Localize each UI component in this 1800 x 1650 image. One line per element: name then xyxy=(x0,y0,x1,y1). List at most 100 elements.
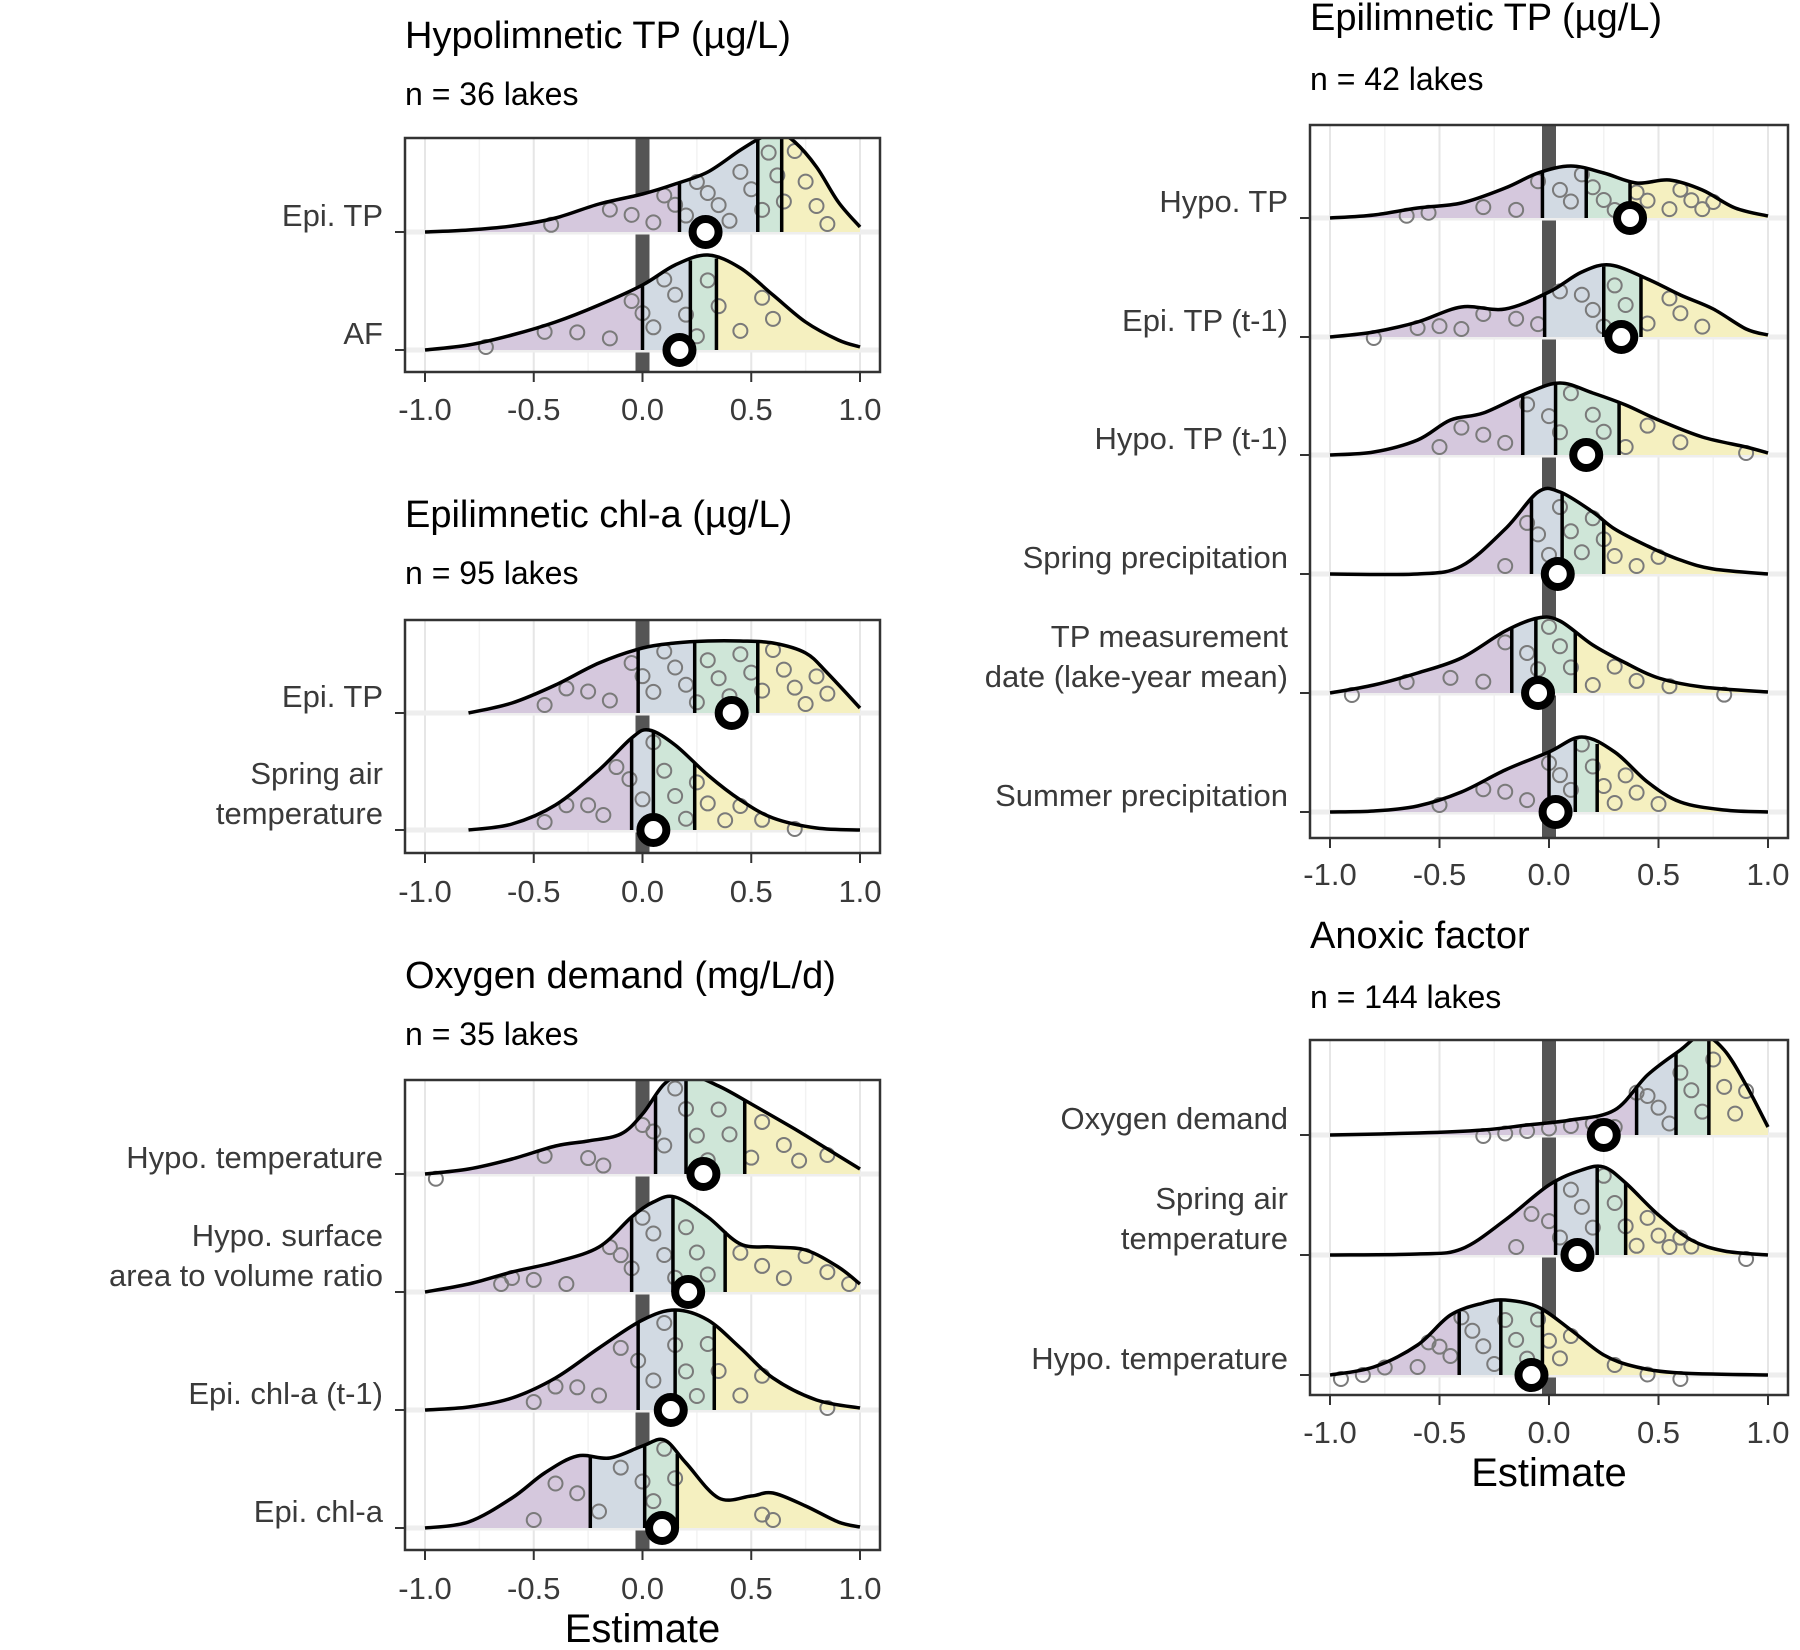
sample-point xyxy=(667,788,684,804)
ridge-2 xyxy=(1310,1164,1788,1267)
sample-point xyxy=(1442,1348,1459,1364)
quantile-fill-3 xyxy=(1597,1166,1626,1255)
sample-point xyxy=(808,668,825,685)
density-curve xyxy=(468,727,861,832)
quantile-fill-4 xyxy=(694,762,860,830)
sample-point xyxy=(634,668,651,685)
ridge-1 xyxy=(1310,164,1788,224)
sample-point xyxy=(1661,1239,1678,1255)
x-tick-label: 0.5 xyxy=(730,874,773,909)
sample-point xyxy=(1628,1237,1645,1254)
quantile-fill-1 xyxy=(1330,394,1523,455)
sample-point xyxy=(1497,434,1514,451)
sample-point xyxy=(1508,310,1525,327)
sample-point xyxy=(1639,417,1656,434)
panel-title: Epilimnetic chl-a (µg/L) xyxy=(405,494,792,536)
sample-point xyxy=(1519,644,1536,661)
quantile-fill-1 xyxy=(1330,627,1512,693)
summary-estimate-marker xyxy=(1514,1358,1549,1392)
sample-point xyxy=(1551,181,1568,198)
sample-point xyxy=(595,1157,612,1174)
summary-estimate-marker xyxy=(671,1275,706,1309)
sample-point xyxy=(699,652,716,669)
row-label: Summer precipitation xyxy=(995,778,1288,813)
sample-point xyxy=(775,193,792,210)
density-curve xyxy=(1329,1298,1769,1377)
sample-point xyxy=(1683,192,1700,209)
x-tick-label: 0.5 xyxy=(730,1571,773,1606)
sample-point xyxy=(1519,792,1536,809)
quantile-fill-4 xyxy=(1542,1309,1768,1375)
quantile-fill-3 xyxy=(686,1080,745,1174)
sample-point xyxy=(754,289,771,306)
sample-point xyxy=(525,1512,542,1528)
sample-point xyxy=(1409,1359,1426,1375)
reference-line xyxy=(635,1080,650,1550)
panel-title: Hypolimnetic TP (µg/L) xyxy=(405,15,791,57)
summary-estimate-marker xyxy=(714,696,749,730)
sample-points xyxy=(1431,385,1755,461)
density-curve xyxy=(468,639,862,715)
sample-point xyxy=(1639,192,1656,209)
summary-estimate-marker xyxy=(653,1393,688,1427)
sample-point xyxy=(1562,659,1579,676)
ridge-1 xyxy=(405,138,880,235)
quantile-fill-2 xyxy=(655,1080,686,1174)
sample-point xyxy=(612,1339,629,1356)
sample-point xyxy=(569,1379,586,1396)
sample-point xyxy=(667,286,684,303)
sample-point xyxy=(1694,201,1711,218)
x-tick-label: 0.5 xyxy=(1637,857,1680,892)
sample-point xyxy=(1562,781,1579,798)
row-label: Hypo. temperature xyxy=(1031,1341,1288,1376)
sample-point xyxy=(612,1247,629,1264)
density-curve xyxy=(1329,735,1769,814)
density-curve xyxy=(1329,1040,1770,1137)
sample-point xyxy=(645,683,662,700)
sample-point xyxy=(760,144,777,161)
sample-point xyxy=(634,1209,651,1226)
sample-point xyxy=(536,814,553,830)
sample-point xyxy=(1497,1312,1514,1328)
sample-point xyxy=(547,1475,564,1492)
sample-point xyxy=(1661,678,1678,695)
sample-point xyxy=(1617,296,1634,313)
sample-point xyxy=(1431,439,1448,455)
sample-point xyxy=(721,1126,738,1143)
sample-point xyxy=(525,1394,542,1410)
sample-point xyxy=(710,1101,727,1118)
summary-estimate-marker xyxy=(1521,676,1556,710)
sample-point xyxy=(623,293,640,309)
sample-point xyxy=(1442,669,1459,686)
sample-point xyxy=(634,1473,651,1490)
panel-title: Epilimnetic TP (µg/L) xyxy=(1310,0,1662,39)
sample-point xyxy=(1705,1051,1722,1068)
sample-point xyxy=(1519,396,1536,413)
sample-point xyxy=(667,1080,684,1097)
sample-point xyxy=(699,1266,716,1283)
sample-point xyxy=(1628,784,1645,801)
sample-point xyxy=(1606,277,1623,294)
quantile-fill-2 xyxy=(1459,1299,1501,1375)
quantile-fill-1 xyxy=(468,737,632,830)
panel-subtitle: n = 36 lakes xyxy=(405,76,578,112)
sample-point xyxy=(1672,434,1689,451)
sample-point xyxy=(699,185,716,201)
sample-point xyxy=(1694,318,1711,335)
sample-point xyxy=(1376,1359,1393,1376)
quantile-fill-3 xyxy=(644,1439,678,1528)
x-tick-label: -1.0 xyxy=(398,1571,451,1606)
sample-point xyxy=(667,1470,684,1487)
sample-point xyxy=(645,1123,662,1140)
quantile-fill-2 xyxy=(1511,618,1536,693)
x-tick-label: -1.0 xyxy=(1303,857,1356,892)
x-tick-label: 0.5 xyxy=(1637,1415,1680,1450)
quantile-fill-1 xyxy=(425,182,680,232)
sample-point xyxy=(819,1400,836,1416)
row-label: Epi. TP xyxy=(282,198,383,233)
quantile-fill-2 xyxy=(1522,383,1556,455)
sample-point xyxy=(1639,1209,1656,1226)
sample-point xyxy=(1431,318,1448,335)
sample-point xyxy=(667,196,684,213)
sample-point xyxy=(1562,523,1579,540)
